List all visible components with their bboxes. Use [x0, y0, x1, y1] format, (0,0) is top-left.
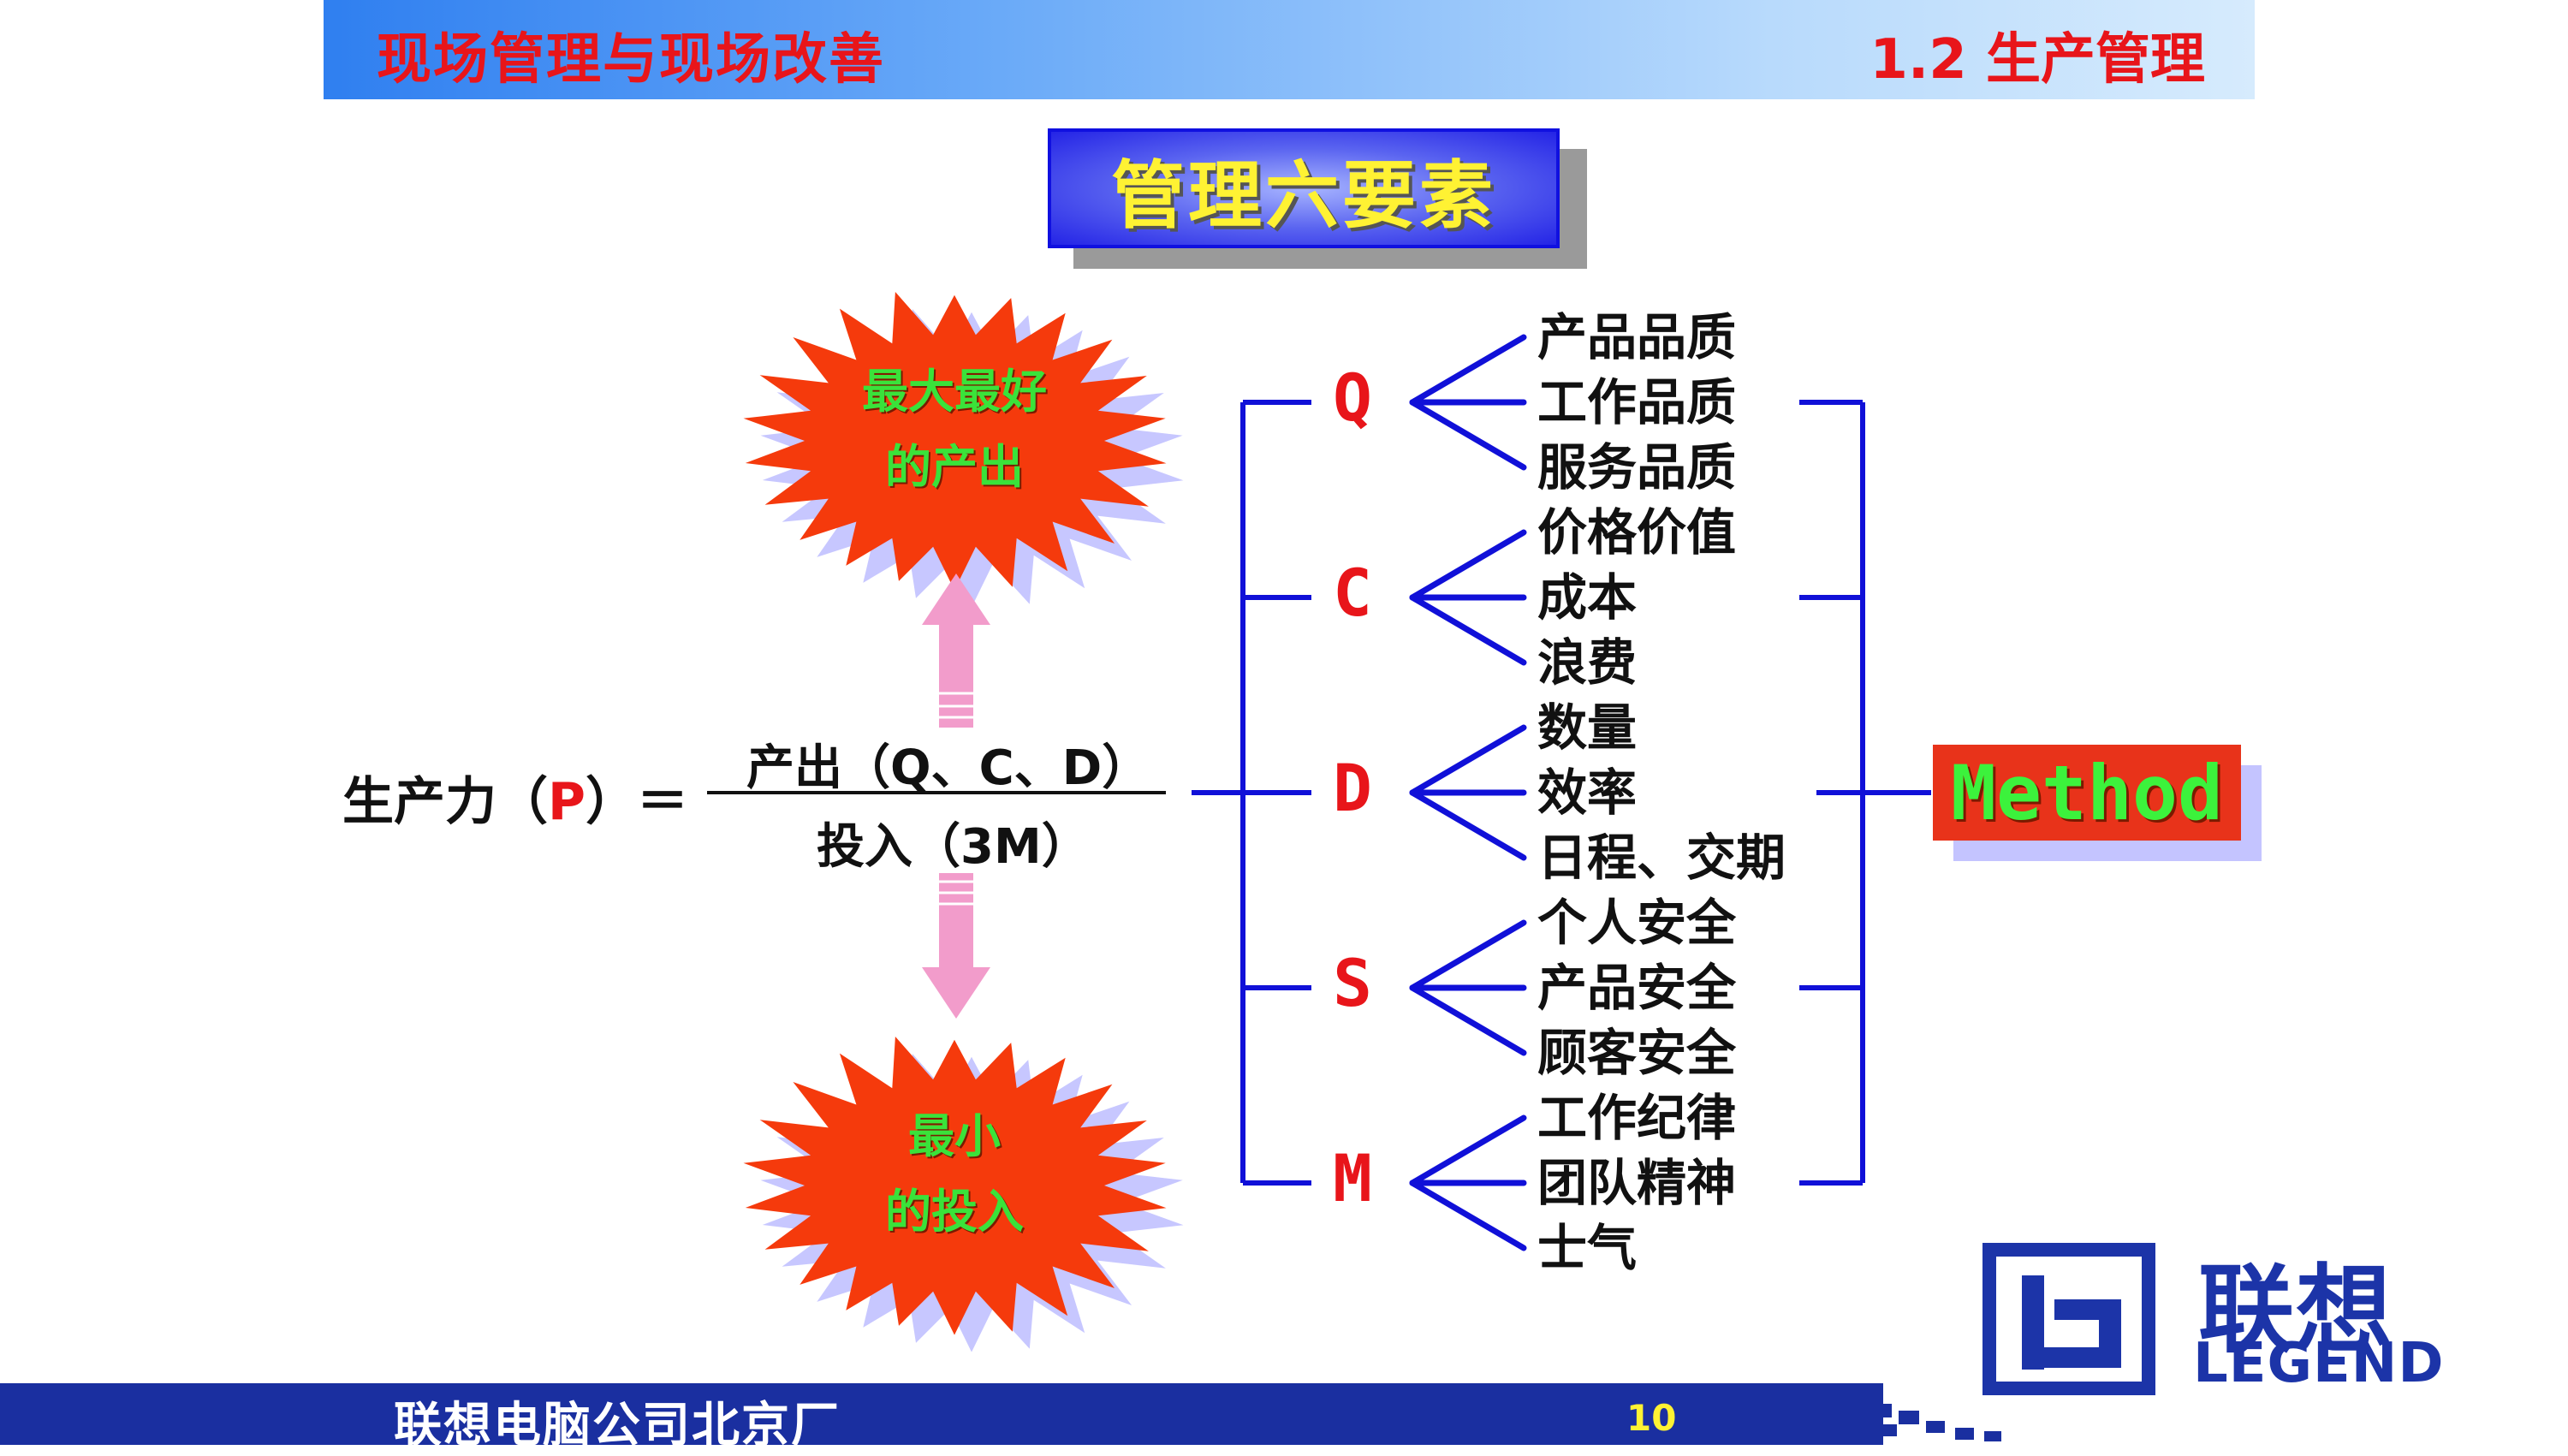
fan-line: [1409, 1180, 1527, 1251]
page-number: 10: [1626, 1397, 1677, 1439]
item-m-1: 工作纪律: [1537, 1089, 1737, 1147]
top-burst-line2: 的产出: [885, 440, 1024, 494]
item-s-1: 个人安全: [1537, 894, 1737, 952]
item-c-1: 价格价值: [1537, 503, 1737, 562]
item-d-3: 日程、交期: [1537, 829, 1786, 887]
top-burst-line1: 最大最好: [862, 365, 1047, 419]
header-course-title: 现场管理与现场改善: [377, 28, 885, 92]
bottom-starburst: [743, 1037, 1184, 1352]
fan-lines: [1409, 334, 1527, 1251]
item-c-3: 浪费: [1537, 633, 1638, 692]
fan-line: [1409, 529, 1527, 601]
item-q-3: 服务品质: [1537, 438, 1737, 496]
title-box: 管理六要素: [1048, 128, 1560, 248]
logo-chinese-text: 联想: [2198, 1255, 2393, 1366]
footer-bar: [0, 1383, 1883, 1445]
method-label: Method: [1951, 748, 2223, 837]
method-box: Method: [1933, 745, 2241, 841]
down-arrow: [922, 873, 990, 1019]
fan-line: [1409, 724, 1527, 796]
formula-lhs: 生产力（P）＝: [342, 760, 688, 835]
letter-d: D: [1333, 750, 1372, 826]
formula-p-symbol: P: [548, 772, 586, 832]
formula-denominator: 投入（3M）: [817, 819, 1090, 875]
legend-logo-mark: [1982, 1243, 2155, 1395]
item-c-2: 成本: [1537, 568, 1638, 627]
fan-line: [1409, 594, 1527, 666]
formula-lhs-suffix: ）＝: [585, 772, 688, 832]
footer-pixel-decoration: [1871, 1404, 2001, 1441]
fan-line: [1409, 1114, 1527, 1186]
item-q-2: 工作品质: [1537, 373, 1737, 431]
item-d-1: 数量: [1537, 698, 1638, 757]
item-q-1: 产品品质: [1537, 308, 1737, 366]
up-arrow: [922, 573, 990, 728]
header-section-title: 1.2 生产管理: [1870, 28, 2205, 92]
page-title: 管理六要素: [1111, 152, 1496, 239]
letter-q: Q: [1333, 360, 1372, 436]
formula-lhs-prefix: 生产力（: [342, 772, 548, 832]
item-m-2: 团队精神: [1537, 1154, 1737, 1212]
fan-line: [1409, 789, 1527, 861]
top-burst-label: 最大最好 的产出: [805, 354, 1104, 505]
formula-numerator: 产出（Q、C、D）: [746, 740, 1150, 796]
logo-english-text: LEGEND: [2193, 1332, 2445, 1395]
item-s-2: 产品安全: [1537, 959, 1737, 1017]
fan-line: [1409, 334, 1527, 406]
letter-s: S: [1333, 945, 1372, 1021]
item-s-3: 顾客安全: [1537, 1024, 1737, 1082]
item-m-3: 士气: [1537, 1219, 1638, 1277]
fan-line: [1409, 919, 1527, 991]
footer-company: 联想电脑公司北京厂: [394, 1398, 841, 1453]
left-bracket: [1192, 400, 1311, 1186]
fan-line: [1409, 399, 1527, 471]
fan-line: [1409, 984, 1527, 1056]
top-starburst: [743, 292, 1184, 608]
letter-m: M: [1333, 1140, 1372, 1216]
letter-c: C: [1333, 555, 1372, 631]
bottom-burst-line2: 的投入: [885, 1185, 1024, 1239]
bottom-burst-line1: 最小: [908, 1109, 1001, 1163]
bottom-burst-label: 最小 的投入: [805, 1099, 1104, 1250]
top-starburst-shape: [743, 292, 1167, 591]
bottom-starburst-shape: [743, 1037, 1167, 1335]
right-bracket: [1799, 400, 1931, 1186]
item-d-2: 效率: [1537, 764, 1638, 822]
header-bar: [324, 0, 2255, 99]
